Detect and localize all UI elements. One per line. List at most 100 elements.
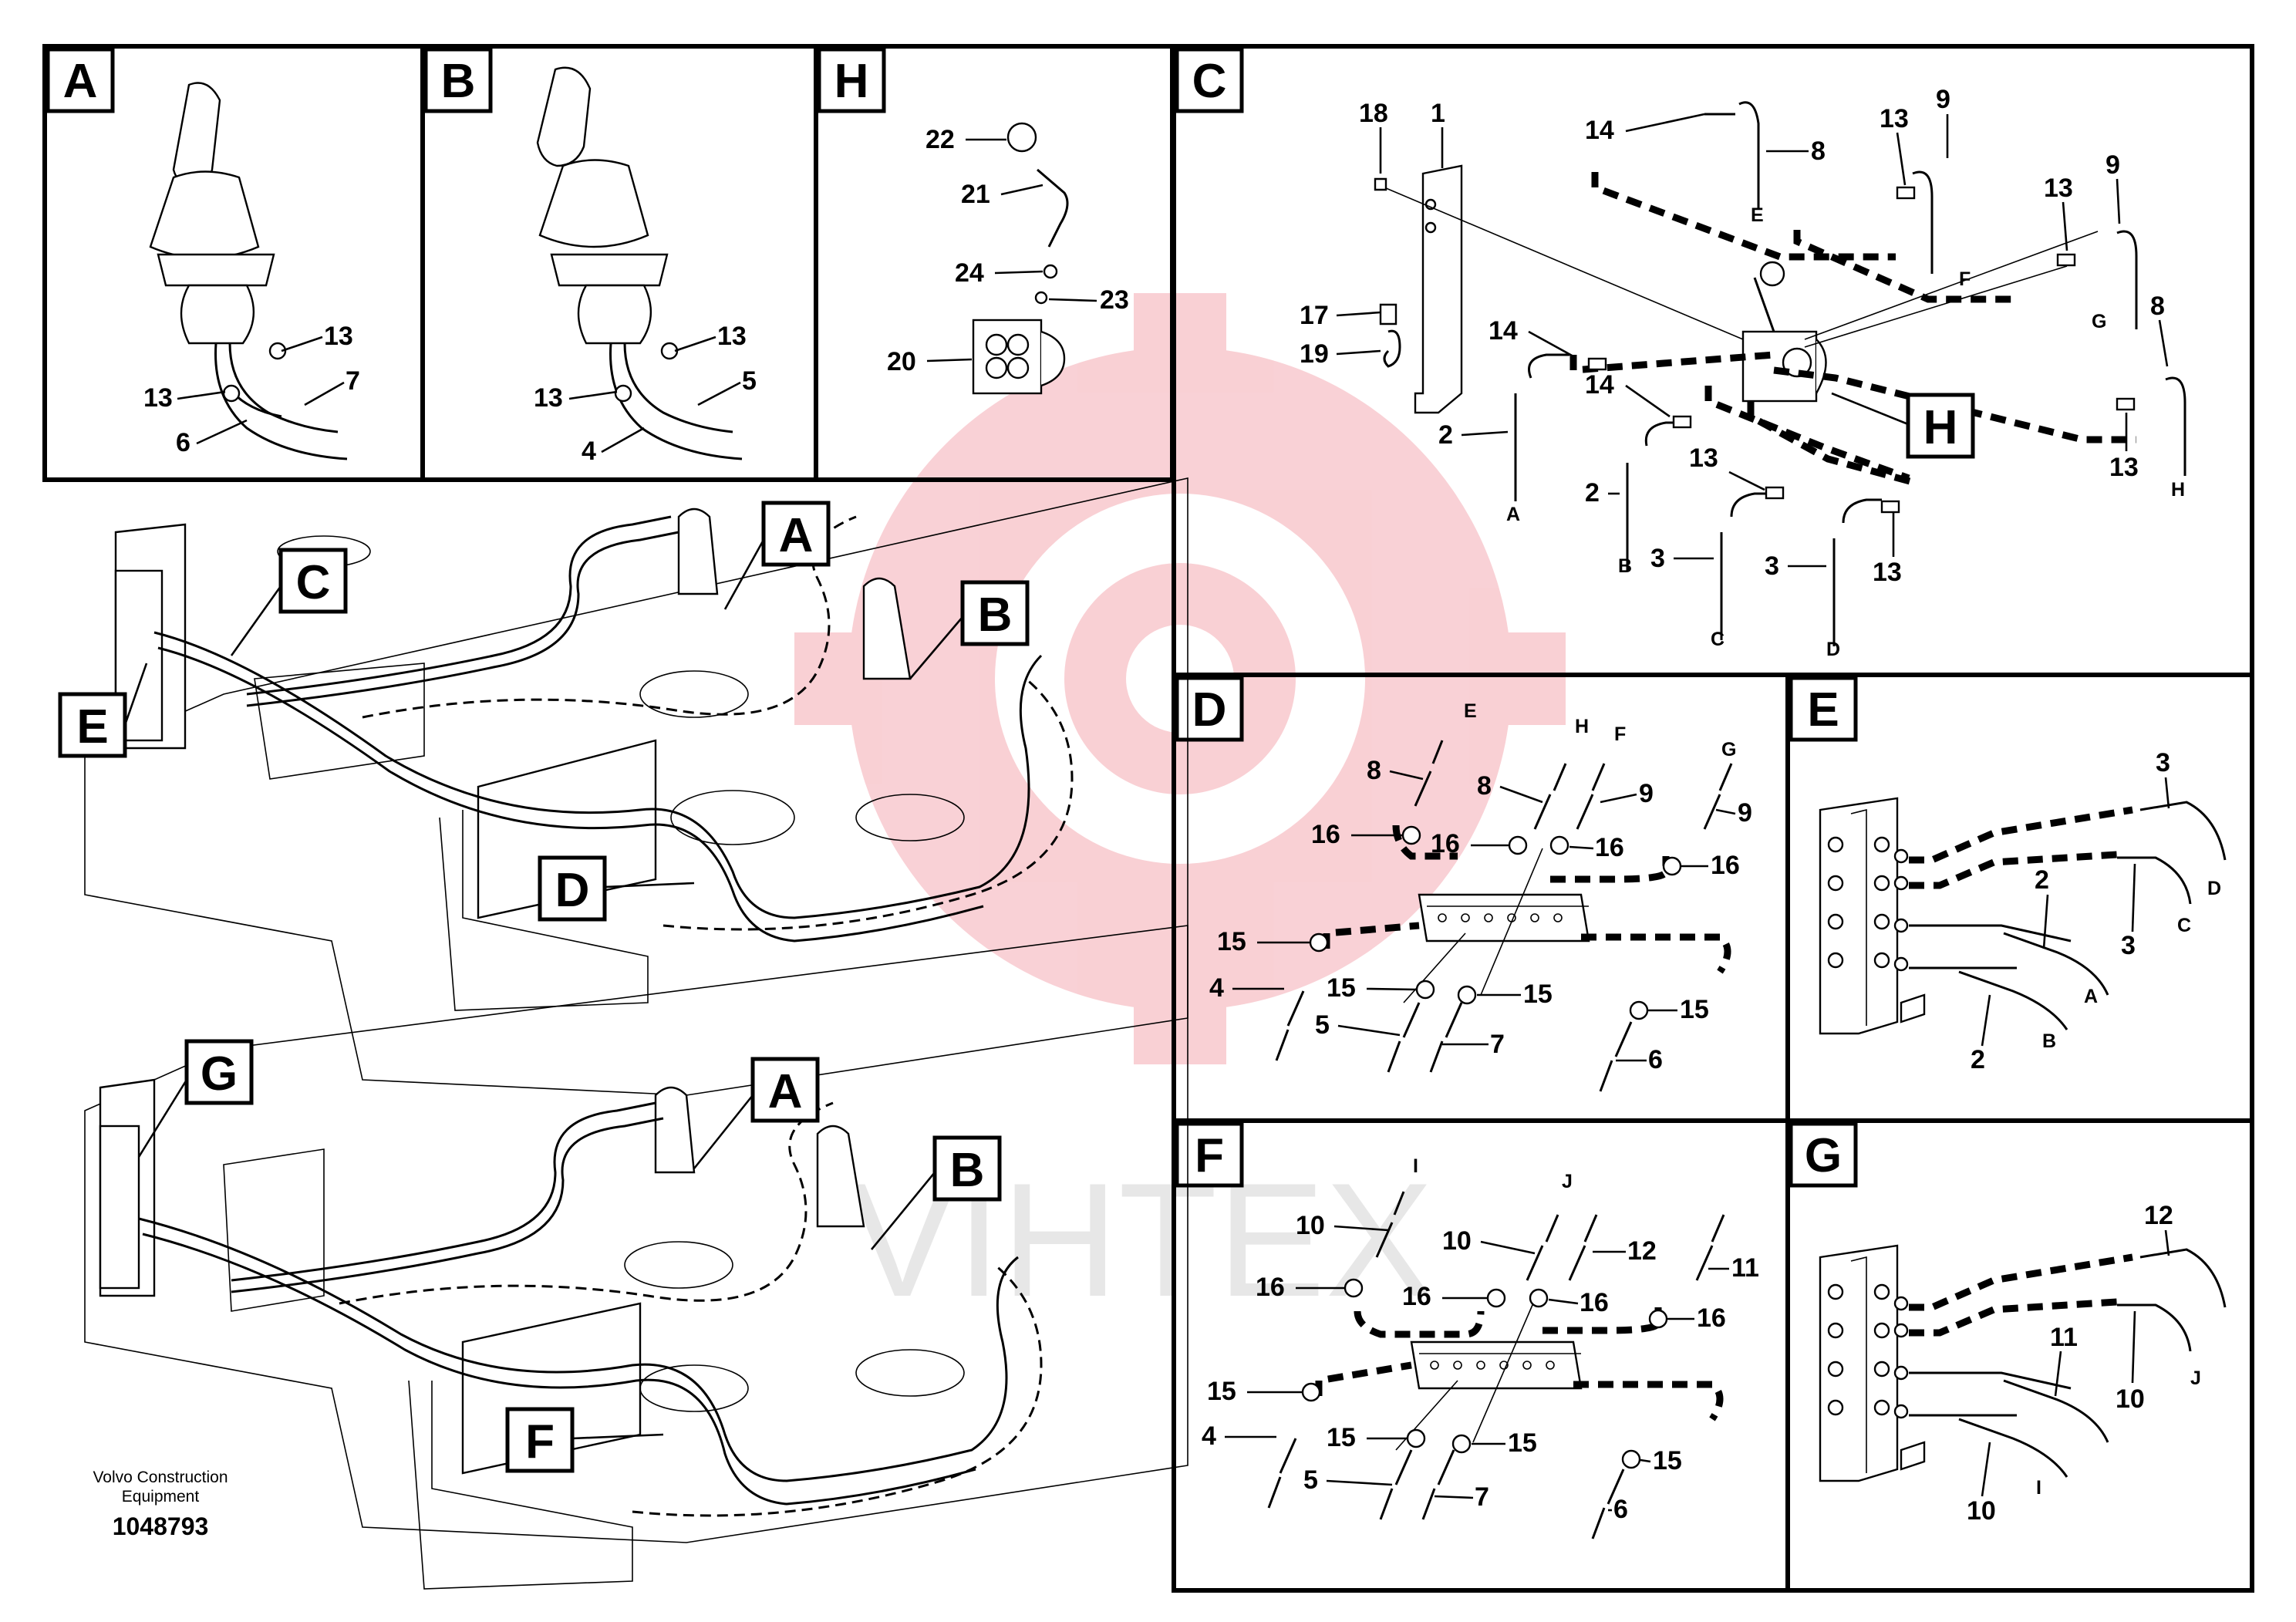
label-b-4: 4 <box>582 437 596 466</box>
label-e-b: B <box>2042 1030 2056 1052</box>
label-c-f: F <box>1959 268 1971 290</box>
overview-top-callout-e: E <box>76 700 108 754</box>
valve-block-e-drawing <box>1819 797 2227 1035</box>
label-g-11: 11 <box>2050 1323 2078 1352</box>
label-h-24: 24 <box>955 258 984 288</box>
label-f-4: 4 <box>1202 1421 1216 1451</box>
label-c-18: 18 <box>1359 99 1388 128</box>
label-c-1: 1 <box>1431 99 1445 128</box>
label-c-14-top: 14 <box>1585 116 1614 145</box>
hose-ends-panel-c <box>1514 101 2186 646</box>
overview-bottom-callout-b: B <box>950 1144 985 1197</box>
label-d-g: G <box>1721 739 1736 760</box>
joystick-right-drawing <box>536 66 743 460</box>
callouts-panel-g: 12 11 J 10 I 10 <box>1967 1201 2201 1526</box>
label-c-9-a: 9 <box>1936 85 1950 114</box>
label-a-6: 6 <box>176 428 190 457</box>
manifold-bracket-f-drawing <box>1315 1299 1724 1451</box>
label-c-13-d: 13 <box>1689 443 1718 473</box>
joystick-left-drawing <box>149 82 348 460</box>
label-c-3-a: 3 <box>1650 544 1665 573</box>
label-f-15-mid: 15 <box>1327 1423 1356 1452</box>
label-c-9-b: 9 <box>2106 150 2120 180</box>
label-c-h: H <box>2171 479 2185 501</box>
label-c-e: E <box>1751 204 1764 226</box>
label-d-9-mid: 9 <box>1639 779 1654 808</box>
overview-bottom-callouts: A B G F <box>137 1039 1002 1473</box>
label-d-5: 5 <box>1315 1010 1330 1040</box>
panel-label-f-text: F <box>1195 1129 1224 1182</box>
footer-brand-line1: Volvo Construction <box>93 1469 228 1486</box>
callouts-panel-d: E H F G 8 8 9 9 16 16 16 16 15 4 15 15 1… <box>1209 700 1752 1074</box>
callouts-panel-c: 18 1 14 8 E 13 9 F 13 9 G 8 13 H 17 19 1… <box>1300 85 2185 660</box>
label-e-3-top: 3 <box>2156 748 2170 777</box>
label-e-3-low: 3 <box>2121 931 2136 960</box>
label-f-5: 5 <box>1303 1465 1318 1495</box>
label-c-13-c: 13 <box>2109 453 2139 482</box>
machine-overview-bottom <box>84 925 1188 1590</box>
label-g-12: 12 <box>2144 1201 2173 1230</box>
label-d-15-left: 15 <box>1217 927 1246 956</box>
switch-assembly-drawing <box>972 122 1069 395</box>
panel-label-a: A <box>46 47 115 113</box>
label-f-7: 7 <box>1475 1482 1489 1512</box>
label-d-16-mid: 16 <box>1431 829 1460 858</box>
machine-overview-top <box>84 477 1188 1096</box>
label-e-2-low: 2 <box>1971 1045 1985 1074</box>
overview-top-callouts: A B C E D <box>58 501 1030 922</box>
label-e-c: C <box>2177 915 2191 936</box>
label-d-h: H <box>1575 716 1589 737</box>
label-b-13-top: 13 <box>717 322 747 351</box>
label-f-6: 6 <box>1613 1495 1628 1524</box>
label-f-10-mid: 10 <box>1442 1226 1472 1256</box>
label-b-13-left: 13 <box>534 383 563 413</box>
label-f-15-right: 15 <box>1653 1446 1682 1475</box>
label-f-11: 11 <box>1731 1253 1759 1283</box>
label-c-17: 17 <box>1300 301 1329 330</box>
overview-top-callout-a: A <box>779 509 814 562</box>
label-g-i: I <box>2036 1477 2041 1499</box>
label-c-a: A <box>1506 504 1520 525</box>
label-c-13-a: 13 <box>1880 104 1909 133</box>
label-d-8-mid: 8 <box>1477 771 1492 801</box>
label-g-10-right: 10 <box>2116 1384 2145 1414</box>
label-f-16-right: 16 <box>1697 1303 1726 1333</box>
panel-label-h: H <box>817 47 886 113</box>
footer-brand-line2: Equipment <box>122 1488 200 1506</box>
label-g-10-low: 10 <box>1967 1496 1996 1526</box>
label-c-c: C <box>1711 629 1725 650</box>
control-valve-assembly-drawing <box>1374 164 2099 414</box>
label-e-2-top: 2 <box>2035 865 2049 895</box>
label-e-a: A <box>2084 986 2098 1007</box>
panel-label-d: D <box>1175 676 1244 742</box>
label-d-15-right: 15 <box>1680 995 1709 1024</box>
label-d-9-right: 9 <box>1738 798 1752 828</box>
panel-label-d-text: D <box>1192 683 1227 737</box>
label-d-15-mid: 15 <box>1327 973 1356 1003</box>
callouts-panel-h: 22 21 24 23 20 <box>887 125 1129 376</box>
label-a-13-left: 13 <box>143 383 173 413</box>
label-f-16-left: 16 <box>1256 1273 1285 1302</box>
label-e-d: D <box>2207 878 2221 899</box>
label-f-10-left: 10 <box>1296 1211 1325 1240</box>
panel-label-b: B <box>423 47 493 113</box>
label-d-15-midright: 15 <box>1523 980 1553 1009</box>
label-h-23: 23 <box>1100 285 1129 315</box>
label-h-22: 22 <box>925 125 955 154</box>
right-panel-frame <box>1172 44 2254 1593</box>
label-c-14-low: 14 <box>1585 370 1614 400</box>
label-d-4: 4 <box>1209 973 1224 1003</box>
label-c-8-right: 8 <box>2150 292 2165 321</box>
label-d-16-left: 16 <box>1311 820 1340 849</box>
panel-label-g: G <box>1789 1121 1858 1188</box>
overview-top-callout-d: D <box>555 864 590 917</box>
label-f-i: I <box>1413 1155 1418 1177</box>
drawing-number: 1048793 <box>113 1512 209 1540</box>
panel-label-a-text: A <box>63 55 98 108</box>
label-c-8-top: 8 <box>1811 137 1826 166</box>
label-d-16-midright: 16 <box>1595 833 1624 862</box>
label-a-13-top: 13 <box>324 322 353 351</box>
label-c-3-b: 3 <box>1765 551 1779 581</box>
